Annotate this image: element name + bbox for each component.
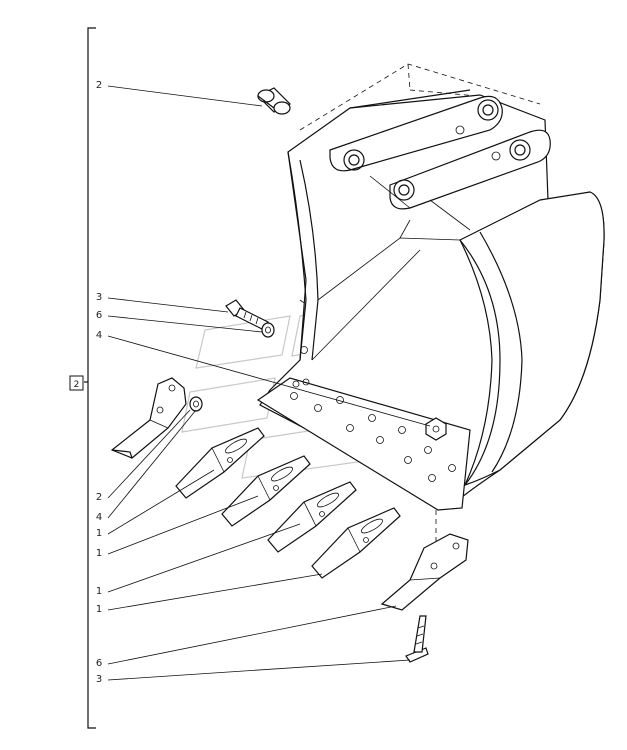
callout-label: 3 xyxy=(96,292,102,303)
edge-holes xyxy=(290,380,456,482)
mounting-ears xyxy=(329,95,551,231)
tooth xyxy=(175,427,265,499)
callout-label: 1 xyxy=(96,528,102,539)
callout-label: 4 xyxy=(96,330,102,341)
teeth xyxy=(175,427,401,579)
tooth xyxy=(267,481,357,553)
washer xyxy=(261,322,275,338)
plow-bolt xyxy=(405,615,429,663)
callout-label: 1 xyxy=(96,548,102,559)
cutting-edge xyxy=(256,346,471,511)
callout-label: 2 xyxy=(96,492,102,503)
leader-lines xyxy=(107,85,431,681)
callout-label: 3 xyxy=(96,674,102,685)
bolt xyxy=(225,299,269,331)
callout-label: 1 xyxy=(96,604,102,615)
callout-labels: 2 3 6 4 2 4 1 1 1 1 6 3 xyxy=(96,80,102,685)
callout-label: 2 xyxy=(96,80,102,91)
callout-label: 4 xyxy=(96,512,102,523)
group-label: 2 xyxy=(74,380,80,390)
tooth xyxy=(311,507,401,579)
group-bracket: 2 xyxy=(69,27,96,729)
callout-label: 1 xyxy=(96,586,102,597)
nut xyxy=(425,417,447,441)
callout-label: 6 xyxy=(96,658,102,669)
callout-label: 6 xyxy=(96,310,102,321)
side-cutter-right xyxy=(380,533,469,611)
group-label-box xyxy=(69,375,84,391)
side-cutter-left xyxy=(110,377,203,459)
tooth xyxy=(221,455,311,527)
bushing xyxy=(256,87,292,115)
